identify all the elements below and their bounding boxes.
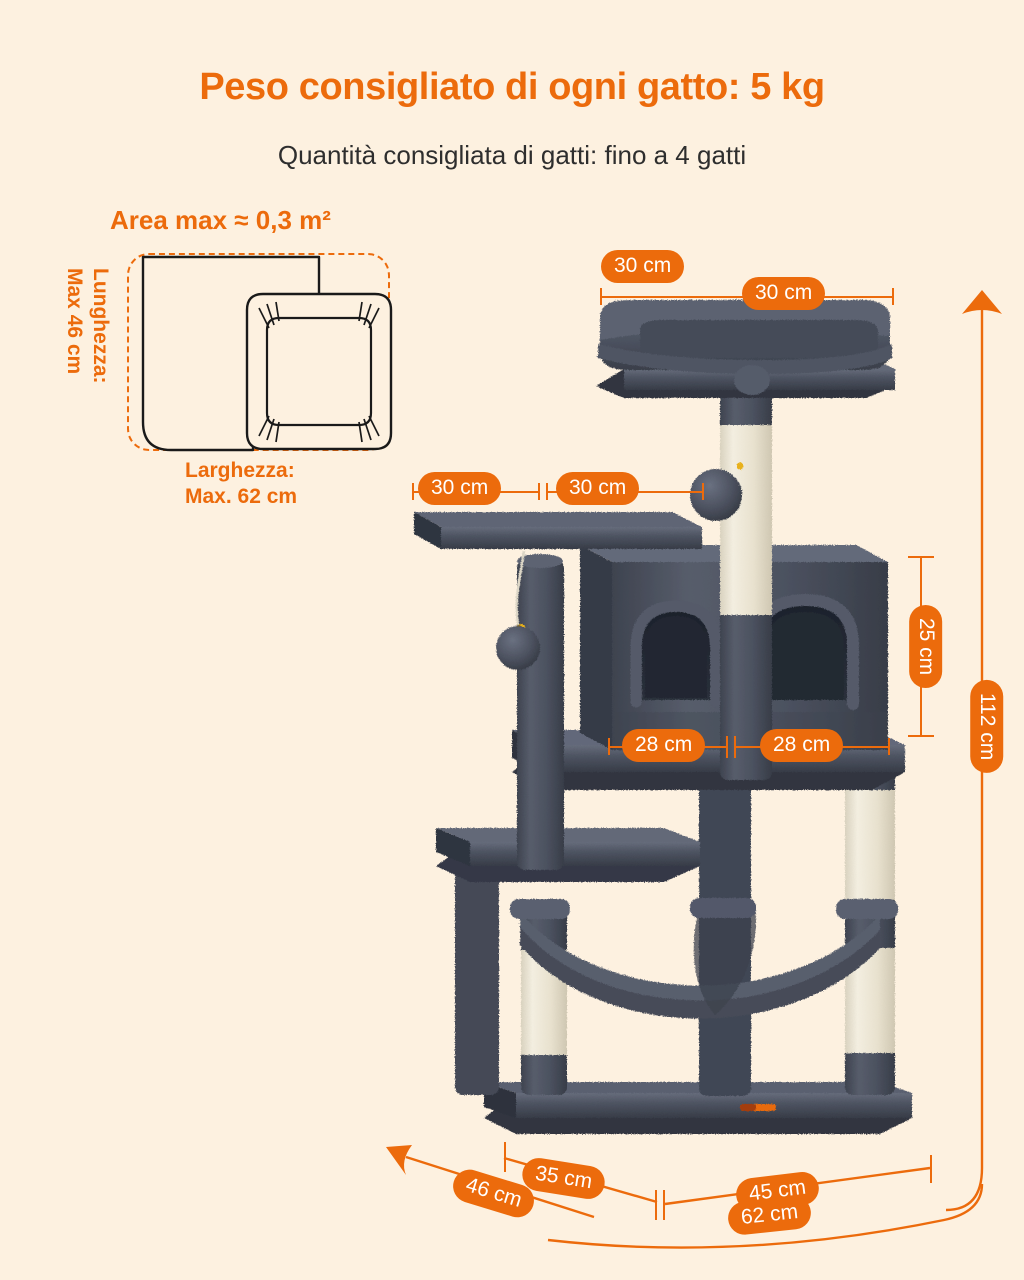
dim-badge-top-bed-right: 30 cm bbox=[742, 277, 826, 311]
dim-tick-top-bed-start bbox=[600, 288, 602, 305]
dim-badge-perch-right: 30 cm bbox=[556, 472, 640, 506]
cat-bed-outline-shape bbox=[245, 292, 393, 451]
dim-tick-condo-height-bottom bbox=[908, 735, 934, 737]
dim-tick-perch-end bbox=[702, 483, 704, 500]
page-subtitle: Quantità consigliata di gatti: fino a 4 … bbox=[277, 140, 747, 170]
dim-tick-condo-mid-b bbox=[734, 736, 736, 758]
page-title: Peso consigliato di ogni gatto: 5 kg bbox=[199, 66, 825, 108]
dim-badge-condo-height: 25 cm bbox=[909, 604, 943, 689]
dim-tick-condo-height-top bbox=[908, 556, 934, 558]
dim-badge-perch-left: 30 cm bbox=[418, 472, 502, 506]
area-width-label-line2: Max. 62 cm bbox=[185, 485, 298, 509]
dim-tick-condo-mid-a bbox=[726, 736, 728, 758]
dim-line-total-height bbox=[945, 290, 1002, 1212]
area-width-label: Larghezza: Max. 62 cm bbox=[185, 458, 297, 511]
dim-line-base-total bbox=[547, 1183, 984, 1249]
dim-badge-condo-right: 28 cm bbox=[760, 729, 844, 763]
dim-badge-total-height: 112 cm bbox=[970, 679, 1004, 774]
dim-tick-condo-end bbox=[888, 738, 890, 755]
dim-tick-top-bed-end bbox=[892, 288, 894, 305]
dim-tick-base-front-end bbox=[930, 1155, 932, 1183]
dim-badge-condo-left: 28 cm bbox=[622, 729, 706, 763]
dim-tick-base-front-start bbox=[504, 1142, 506, 1172]
dim-tick-perch-start bbox=[412, 483, 414, 500]
dim-tick-perch-mid-a bbox=[538, 483, 540, 500]
area-max-title: Area max ≈ 0,3 m² bbox=[110, 205, 331, 235]
area-width-label-line1: Larghezza: bbox=[185, 459, 295, 482]
dim-tick-perch-mid-b bbox=[546, 483, 548, 500]
dim-line-top-bed-right bbox=[756, 296, 894, 298]
dim-tick-base-front-mid-b bbox=[663, 1190, 665, 1220]
dim-line-top-bed-left bbox=[600, 296, 750, 298]
dim-tick-condo-start bbox=[608, 738, 610, 755]
dim-badge-top-bed-left: 30 cm bbox=[601, 250, 685, 284]
dim-tick-base-front-mid-a bbox=[655, 1190, 657, 1220]
